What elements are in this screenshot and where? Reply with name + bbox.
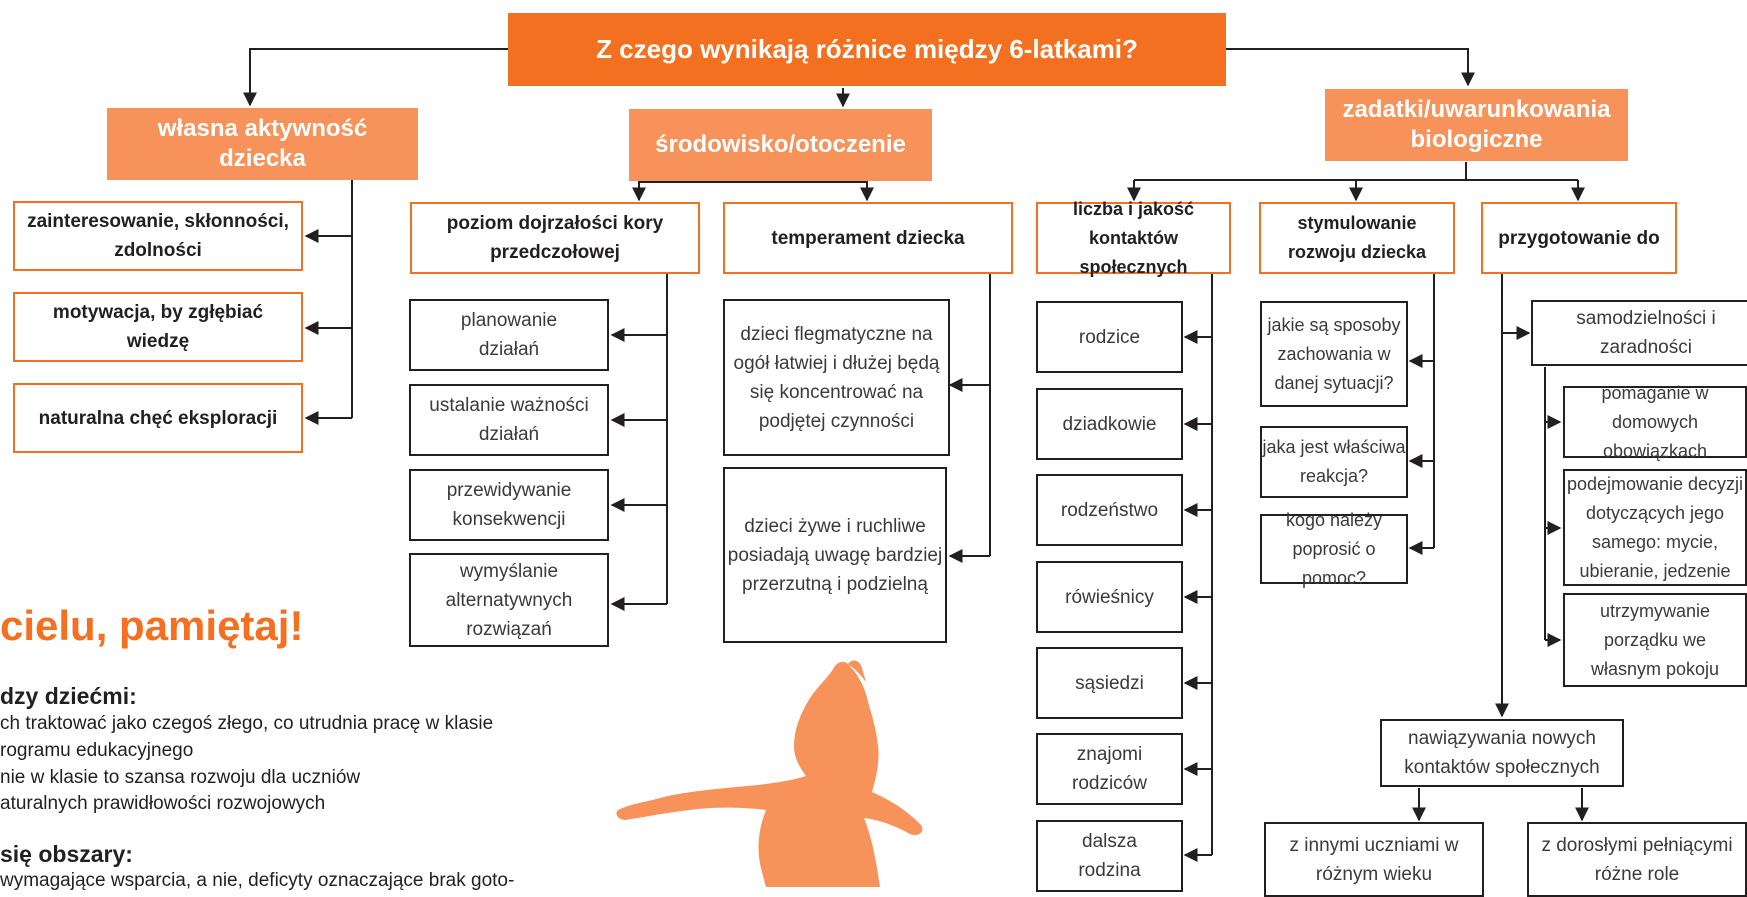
activity-item-motivation: motywacja, by zgłębiać wiedzę [13,292,303,362]
bio-preparation: przygotowanie do [1481,202,1677,274]
bio-stimulation-label: stymulowanie rozwoju dziecka [1287,213,1427,262]
section2-line: wymagające wsparcia, a nie, deficyty ozn… [0,870,515,891]
stimulation-item: jaka jest właściwa reakcja? [1260,426,1408,498]
contacts-item-label: sąsiedzi [1075,672,1144,694]
contacts-item: znajomi rodziców [1036,733,1183,805]
category-biology: zadatki/uwarunkowania biologiczne [1325,89,1628,161]
new-contacts-item: z dorosłymi pełniącymi różne role [1527,822,1747,897]
env-cortex-label: poziom dojrzałości kory przedczołowej [446,213,664,263]
cortex-item-priorities: ustalanie ważności działań [409,384,609,456]
contacts-item-label: znajomi rodziców [1072,744,1147,794]
contacts-item: rówieśnicy [1036,561,1183,633]
temperament-item-phlegmatic: dzieci flegmatyczne na ogół łatwiej i dł… [723,299,950,456]
independence-item: pomaganie w domowych obowiązkach [1563,383,1747,461]
contacts-item: rodzice [1036,301,1183,373]
new-contacts-item-label: z innymi uczniami w różnym wieku [1289,834,1459,885]
independence-item-label: utrzymywanie porządku we własnym pokoju [1590,600,1720,679]
independence-item-label: podejmowanie decyzji dotyczących jego sa… [1566,473,1744,581]
diagram-title: Z czego wynikają różnice między 6-latkam… [508,13,1226,86]
activity-item-label: zainteresowanie, skłonności, zdolności [27,211,289,261]
bio-preparation-label: przygotowanie do [1498,227,1660,249]
cortex-item-label: wymyślanie alternatywnych rozwiązań [445,560,573,640]
stimulation-item-label: kogo należy poprosić o pomoc? [1285,509,1383,588]
prep-independence: samodzielności i zaradności [1531,300,1747,366]
dancing-girl-silhouette [616,660,923,887]
prep-new-contacts-label: nawiązywania nowych kontaktów społecznyc… [1404,728,1600,778]
new-contacts-item: z innymi uczniami w różnym wieku [1264,822,1484,897]
contacts-item: dziadkowie [1036,388,1183,460]
category-activity-label: własna aktywność dziecka [157,115,368,172]
contacts-item-label: rodzeństwo [1060,499,1159,521]
stimulation-item-label: jaka jest właściwa reakcja? [1262,437,1406,486]
section1-line: nie w klasie to szansa rozwoju dla uczni… [0,767,361,788]
bio-contacts-label: liczba i jakość kontaktów społecznych [1072,198,1195,277]
section1-line: rogramu edukacyjnego [0,740,194,761]
independence-item: podejmowanie decyzji dotyczących jego sa… [1563,469,1747,586]
temperament-item-lively: dzieci żywe i ruchliwe posiadają uwagę b… [723,467,947,643]
category-environment: środowisko/otoczenie [629,109,932,181]
section1-line: ch traktować jako czegoś złego, co utrud… [0,713,494,734]
contacts-item: rodzeństwo [1036,474,1183,546]
section1-line: aturalnych prawidłowości rozwojowych [0,793,326,814]
cortex-item-label: planowanie działań [460,310,558,360]
section2-title: się obszary: [0,841,133,867]
prep-new-contacts: nawiązywania nowych kontaktów społecznyc… [1380,719,1624,787]
stimulation-item: kogo należy poprosić o pomoc? [1260,510,1408,588]
independence-item-label: pomaganie w domowych obowiązkach [1601,382,1709,461]
cortex-item-label: przewidywanie konsekwencji [446,480,572,530]
new-contacts-item-label: z dorosłymi pełniącymi różne role [1541,834,1733,885]
cortex-item-label: ustalanie ważności działań [429,395,589,445]
env-temperament: temperament dziecka [723,202,1013,274]
cortex-item-planning: planowanie działań [409,299,609,371]
diagram-title-text: Z czego wynikają różnice między 6-latkam… [596,34,1138,64]
env-temperament-label: temperament dziecka [771,227,965,249]
contacts-item: dalsza rodzina [1036,820,1183,892]
contacts-item: sąsiedzi [1036,647,1183,719]
activity-item-label: motywacja, by zgłębiać wiedzę [52,302,264,352]
section1-title: dzy dziećmi: [0,683,137,709]
env-cortex: poziom dojrzałości kory przedczołowej [410,202,700,274]
category-biology-label: zadatki/uwarunkowania biologiczne [1342,96,1611,153]
contacts-item-label: rodzice [1078,326,1141,348]
bio-contacts: liczba i jakość kontaktów społecznych [1036,199,1231,277]
remember-heading: cielu, pamiętaj! [0,602,304,649]
contacts-item-label: rówieśnicy [1065,586,1154,608]
prep-independence-label: samodzielności i zaradności [1576,308,1716,358]
independence-item: utrzymywanie porządku we własnym pokoju [1563,593,1747,687]
cortex-item-consequences: przewidywanie konsekwencji [409,469,609,541]
stimulation-item: jakie są sposoby zachowania w danej sytu… [1260,301,1408,407]
temperament-item-label: dzieci żywe i ruchliwe posiadają uwagę b… [727,515,943,595]
bio-stimulation: stymulowanie rozwoju dziecka [1259,202,1455,274]
contacts-item-label: dalsza rodzina [1078,831,1141,881]
activity-item-exploration: naturalna chęć eksploracji [13,383,303,453]
cortex-item-alternatives: wymyślanie alternatywnych rozwiązań [409,553,609,647]
category-environment-label: środowisko/otoczenie [655,131,906,158]
contacts-item-label: dziadkowie [1062,413,1157,435]
activity-item-interests: zainteresowanie, skłonności, zdolności [13,201,303,271]
stimulation-item-label: jakie są sposoby zachowania w danej sytu… [1267,314,1401,393]
category-activity: własna aktywność dziecka [107,108,418,180]
temperament-item-label: dzieci flegmatyczne na ogół łatwiej i dł… [733,323,940,432]
activity-item-label: naturalna chęć eksploracji [38,407,278,429]
